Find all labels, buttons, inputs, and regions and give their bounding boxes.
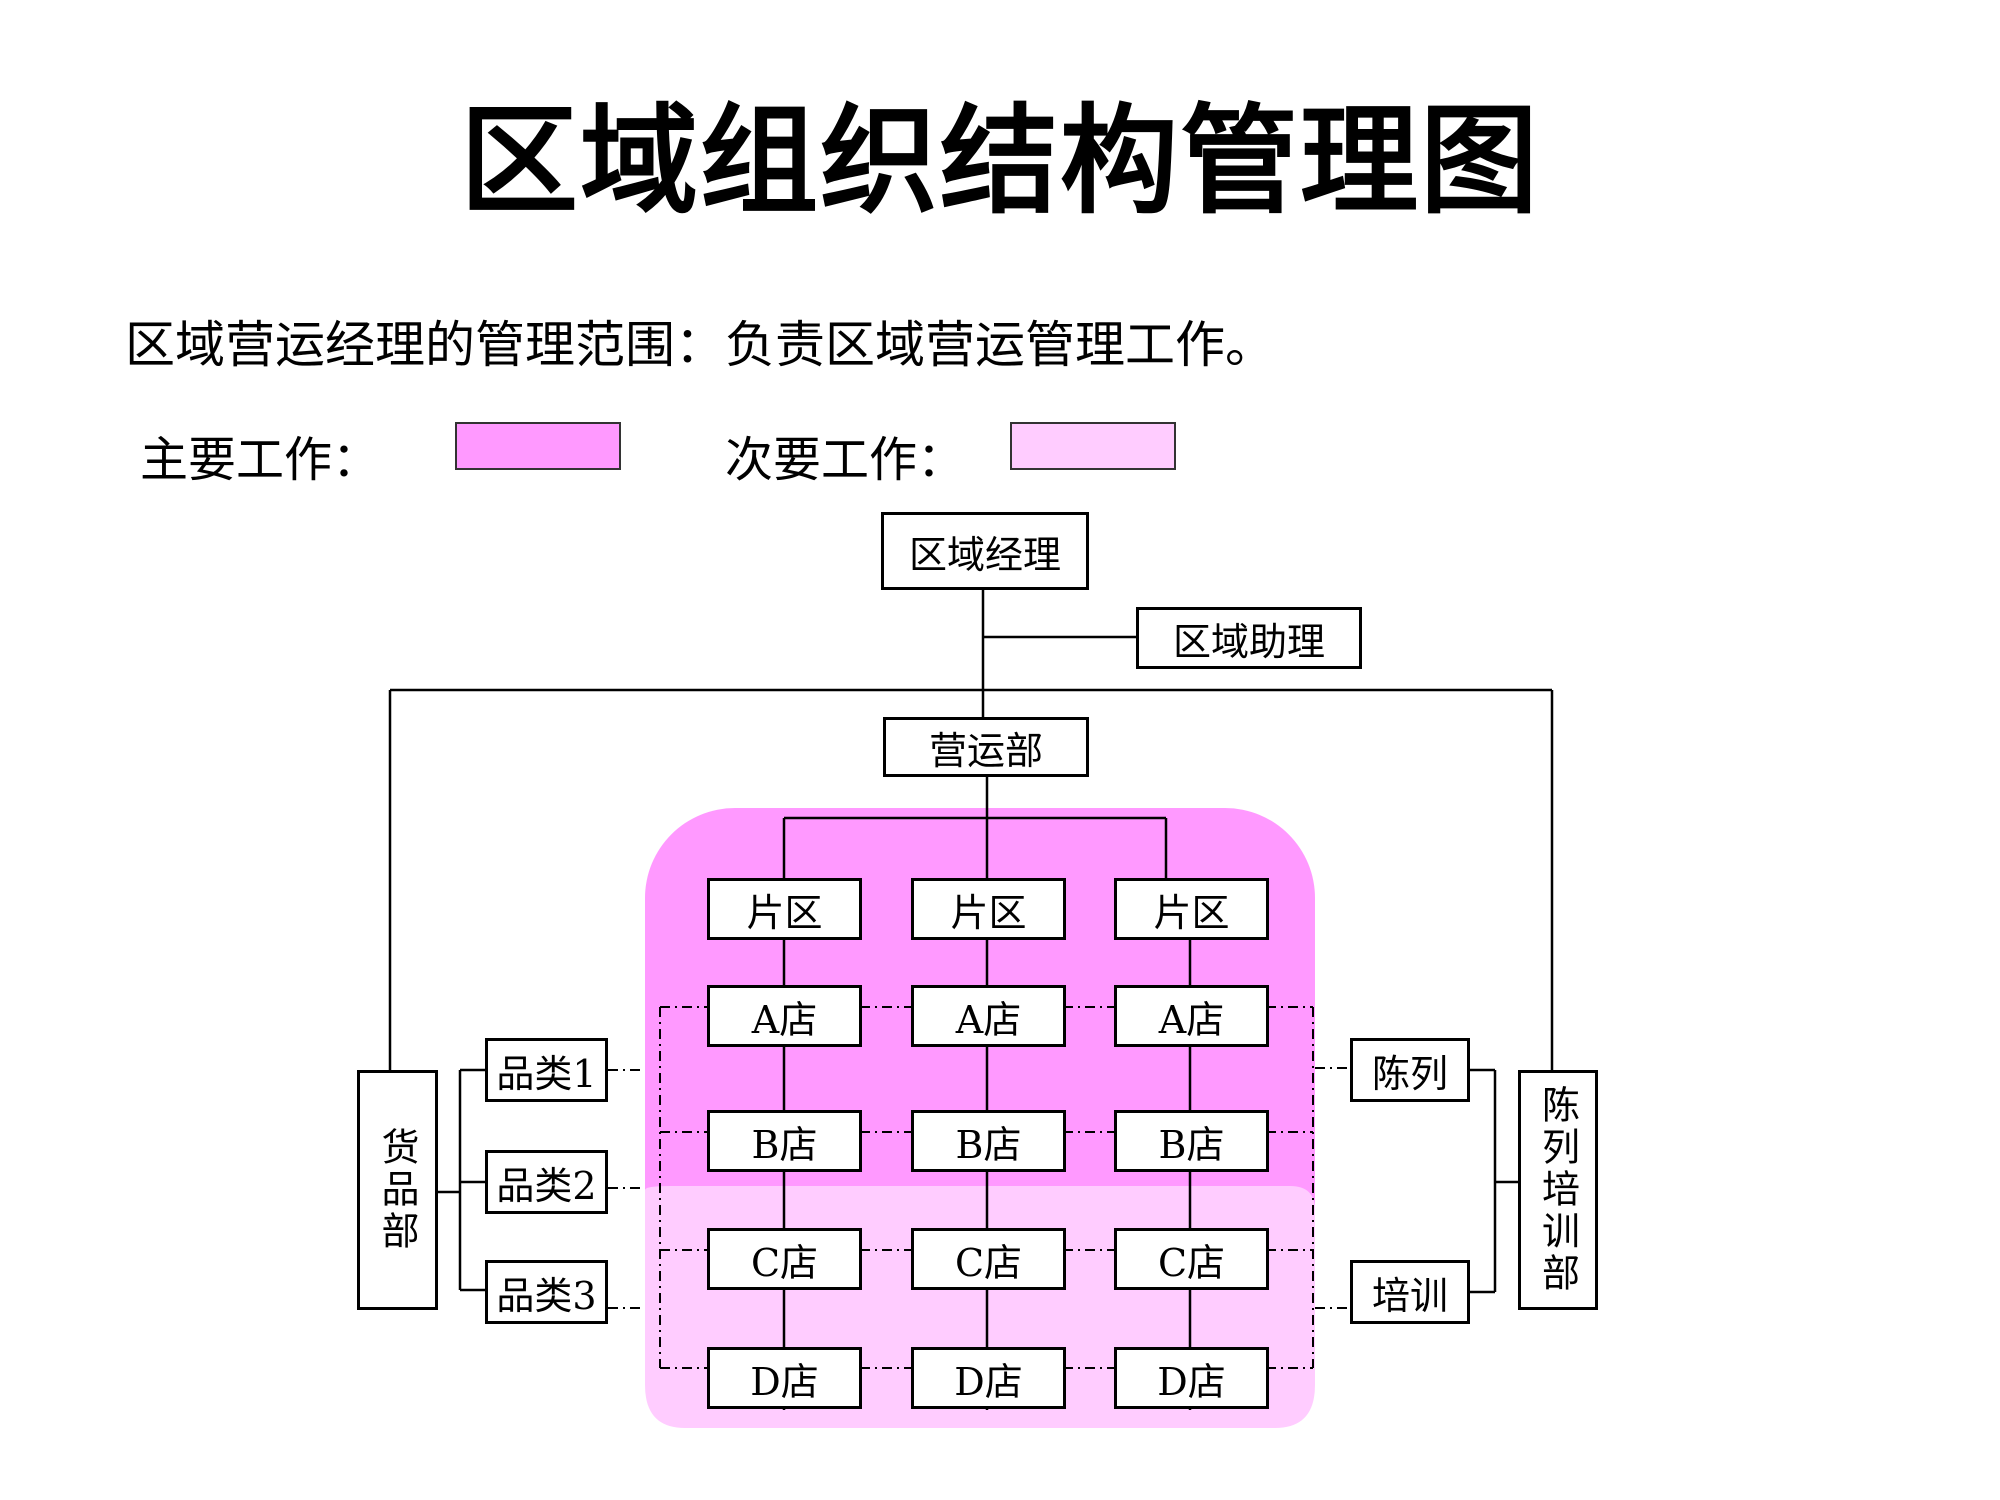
legend-primary-swatch (455, 422, 621, 470)
node-store-a-1: A店 (707, 985, 862, 1047)
node-store-b-2: B店 (911, 1110, 1066, 1172)
node-store-a-3: A店 (1114, 985, 1269, 1047)
node-category-1: 品类1 (485, 1038, 608, 1102)
node-district-3: 片区 (1114, 878, 1269, 940)
node-merchandise-dept: 货品部 (357, 1070, 438, 1310)
node-store-b-3: B店 (1114, 1110, 1269, 1172)
page-title: 区域组织结构管理图 (459, 92, 1540, 230)
node-district-2: 片区 (911, 878, 1066, 940)
scope-description: 区域营运经理的管理范围：负责区域营运管理工作。 (125, 316, 1275, 374)
node-store-c-3: C店 (1114, 1228, 1269, 1290)
node-training: 培训 (1350, 1260, 1470, 1324)
legend-primary-label: 主要工作： (140, 432, 381, 488)
node-store-c-1: C店 (707, 1228, 862, 1290)
node-operations: 营运部 (883, 717, 1089, 777)
legend-secondary-label: 次要工作： (725, 432, 966, 488)
node-display: 陈列 (1350, 1038, 1470, 1102)
node-store-a-2: A店 (911, 985, 1066, 1047)
node-category-3: 品类3 (485, 1260, 608, 1324)
node-category-2: 品类2 (485, 1150, 608, 1214)
node-store-d-2: D店 (911, 1347, 1066, 1409)
node-store-b-1: B店 (707, 1110, 862, 1172)
node-display-training-dept: 陈列培训部 (1518, 1070, 1598, 1310)
node-district-1: 片区 (707, 878, 862, 940)
node-store-c-2: C店 (911, 1228, 1066, 1290)
node-region-assistant: 区域助理 (1136, 607, 1362, 669)
node-store-d-1: D店 (707, 1347, 862, 1409)
legend-secondary-swatch (1010, 422, 1176, 470)
node-store-d-3: D店 (1114, 1347, 1269, 1409)
node-region-manager: 区域经理 (881, 512, 1089, 590)
